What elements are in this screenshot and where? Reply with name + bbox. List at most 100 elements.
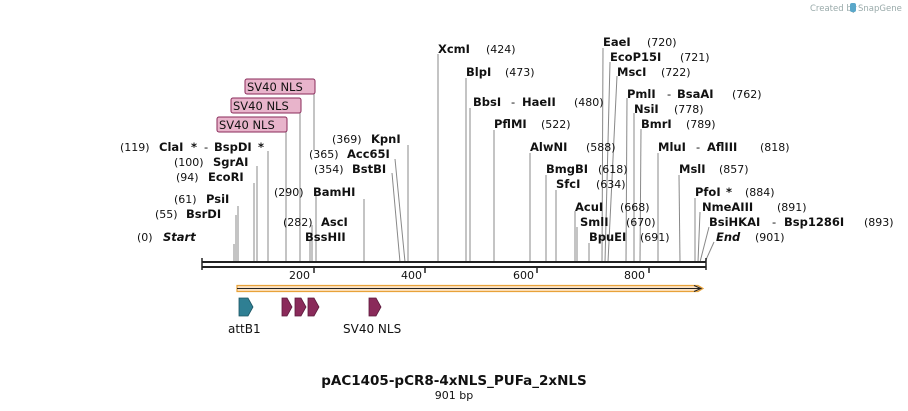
site-bsshii-name[interactable]: BssHII <box>305 230 346 244</box>
nls-arrow-1-icon[interactable] <box>281 297 293 317</box>
credit: Created by SnapGene <box>810 3 902 14</box>
site-pflmi-pos: (522) <box>541 118 571 131</box>
site-blpi-pos: (473) <box>505 66 535 79</box>
tick-label-400: 400 <box>401 269 422 282</box>
site-xcmi-name[interactable]: XcmI <box>438 42 470 56</box>
site-alwni-name[interactable]: AlwNI <box>530 140 567 154</box>
leader-eaei <box>601 47 604 263</box>
site-bsrdi-name[interactable]: BsrDI <box>186 207 221 221</box>
leader-bmri <box>639 128 642 263</box>
feature-label-attb1[interactable]: attB1 <box>228 322 261 336</box>
site-bmri-name[interactable]: BmrI <box>641 117 672 131</box>
site-nsii-pos: (778) <box>674 103 704 116</box>
site-acui-name[interactable]: AcuI <box>575 200 603 214</box>
nls-boxes: SV40 NLS SV40 NLS SV40 NLS <box>216 78 316 133</box>
site-msli-pos: (857) <box>719 163 749 176</box>
tick-label-800: 800 <box>624 269 645 282</box>
leader-nmeaiii <box>697 211 701 263</box>
site-acc65i-name[interactable]: Acc65I <box>347 147 390 161</box>
ruler: 200 400 600 800 <box>289 267 650 282</box>
leader-acc65i <box>394 158 406 263</box>
site-clai-name2[interactable]: BspDI <box>214 140 252 154</box>
leader-msci <box>607 75 618 263</box>
site-ecori-pos: (94) <box>176 171 199 184</box>
leader-bsihkai <box>699 226 710 263</box>
map-title-block: pAC1405-pCR8-4xNLS_PUFa_2xNLS 901 bp <box>321 373 587 402</box>
site-pfoi-name[interactable]: PfoI <box>695 185 721 199</box>
site-sfci-name[interactable]: SfcI <box>556 177 580 191</box>
site-acui-pos: (668) <box>620 201 650 214</box>
site-bmgbi-pos: (618) <box>598 163 628 176</box>
credit-brand: SnapGene <box>858 4 902 14</box>
site-bpuei-pos: (691) <box>640 231 670 244</box>
site-pmli-name[interactable]: PmlI <box>627 87 656 101</box>
nls-box-1[interactable] <box>244 78 316 95</box>
orf-arrow[interactable] <box>236 284 705 293</box>
site-bbsi-name2[interactable]: HaeII <box>522 95 556 109</box>
site-clai-star2: * <box>258 140 264 154</box>
site-bamhi-pos: (290) <box>274 186 304 199</box>
site-pflmi-name[interactable]: PflMI <box>494 117 527 131</box>
site-pmli-name2[interactable]: BsaAI <box>677 87 714 101</box>
site-blpi-name[interactable]: BlpI <box>466 65 491 79</box>
nls-arrow-4-icon[interactable] <box>368 297 382 317</box>
site-bbsi-pos: (480) <box>574 96 604 109</box>
nls-box-2-label: SV40 NLS <box>233 99 289 113</box>
tick-label-200: 200 <box>289 269 310 282</box>
site-psii-pos: (61) <box>174 193 197 206</box>
site-start-name[interactable]: Start <box>163 230 196 244</box>
site-smli-name[interactable]: SmlI <box>580 215 609 229</box>
feature-arrows: attB1 SV40 NLS <box>228 297 401 336</box>
site-ecop15i-name[interactable]: EcoP15I <box>610 50 661 64</box>
nls-arrow-2-icon[interactable] <box>294 297 307 317</box>
site-clai-pos: (119) <box>120 141 150 154</box>
site-nsii-name[interactable]: NsiI <box>634 102 659 116</box>
site-clai-name[interactable]: ClaI <box>159 140 183 154</box>
site-acc65i-pos: (365) <box>309 148 339 161</box>
site-bsihkai-pos: (893) <box>864 216 894 229</box>
site-bbsi-name[interactable]: BbsI <box>473 95 501 109</box>
leader-ecop15i <box>604 61 611 263</box>
site-ecori-name[interactable]: EcoRI <box>208 170 244 184</box>
site-smli-pos: (670) <box>626 216 656 229</box>
site-bsihkai-name[interactable]: BsiHKAI <box>709 215 760 229</box>
site-bamhi-name[interactable]: BamHI <box>313 185 355 199</box>
site-end-pos: (901) <box>755 231 785 244</box>
site-bsshii-pos: (282) <box>283 216 313 229</box>
site-nmeaiii-pos: (891) <box>777 201 807 214</box>
site-mlui-name[interactable]: MluI <box>658 140 686 154</box>
site-end-name[interactable]: End <box>716 230 741 244</box>
site-nmeaiii-name[interactable]: NmeAIII <box>702 200 753 214</box>
site-mlui-name2[interactable]: AflIII <box>707 140 737 154</box>
attb1-arrow-icon[interactable] <box>238 297 254 317</box>
nls-arrow-3-icon[interactable] <box>307 297 320 317</box>
site-psii-name[interactable]: PsiI <box>206 192 229 206</box>
map-title: pAC1405-pCR8-4xNLS_PUFa_2xNLS <box>321 373 587 389</box>
site-sgrai-name[interactable]: SgrAI <box>213 155 248 169</box>
leader-pmli <box>625 97 628 263</box>
site-pmli-pos: (762) <box>732 88 762 101</box>
site-eaei-name[interactable]: EaeI <box>603 35 631 49</box>
site-alwni-pos: (588) <box>586 141 616 154</box>
site-bsihkai-dash: - <box>772 215 776 229</box>
leader-msli <box>678 174 681 263</box>
site-clai-star: * <box>191 140 197 154</box>
site-bmgbi-name[interactable]: BmgBI <box>546 162 588 176</box>
site-bpuei-name[interactable]: BpuEI <box>589 230 626 244</box>
site-asci-name[interactable]: AscI <box>321 215 348 229</box>
site-bstbi-pos: (354) <box>314 163 344 176</box>
site-bsihkai-name2[interactable]: Bsp1286I <box>784 215 844 229</box>
nls-box-3[interactable] <box>216 116 288 133</box>
nls-box-3-label: SV40 NLS <box>219 118 275 132</box>
site-msci-pos: (722) <box>661 66 691 79</box>
site-msci-name[interactable]: MscI <box>617 65 646 79</box>
site-msli-name[interactable]: MslI <box>679 162 706 176</box>
site-sfci-pos: (634) <box>596 178 626 191</box>
feature-label-sv40-nls[interactable]: SV40 NLS <box>343 322 401 336</box>
site-bstbi-name[interactable]: BstBI <box>352 162 386 176</box>
site-kpni-name[interactable]: KpnI <box>371 132 401 146</box>
nls-box-2[interactable] <box>230 97 302 114</box>
credit-prefix: Created by <box>810 4 857 14</box>
map-length: 901 bp <box>435 389 473 402</box>
